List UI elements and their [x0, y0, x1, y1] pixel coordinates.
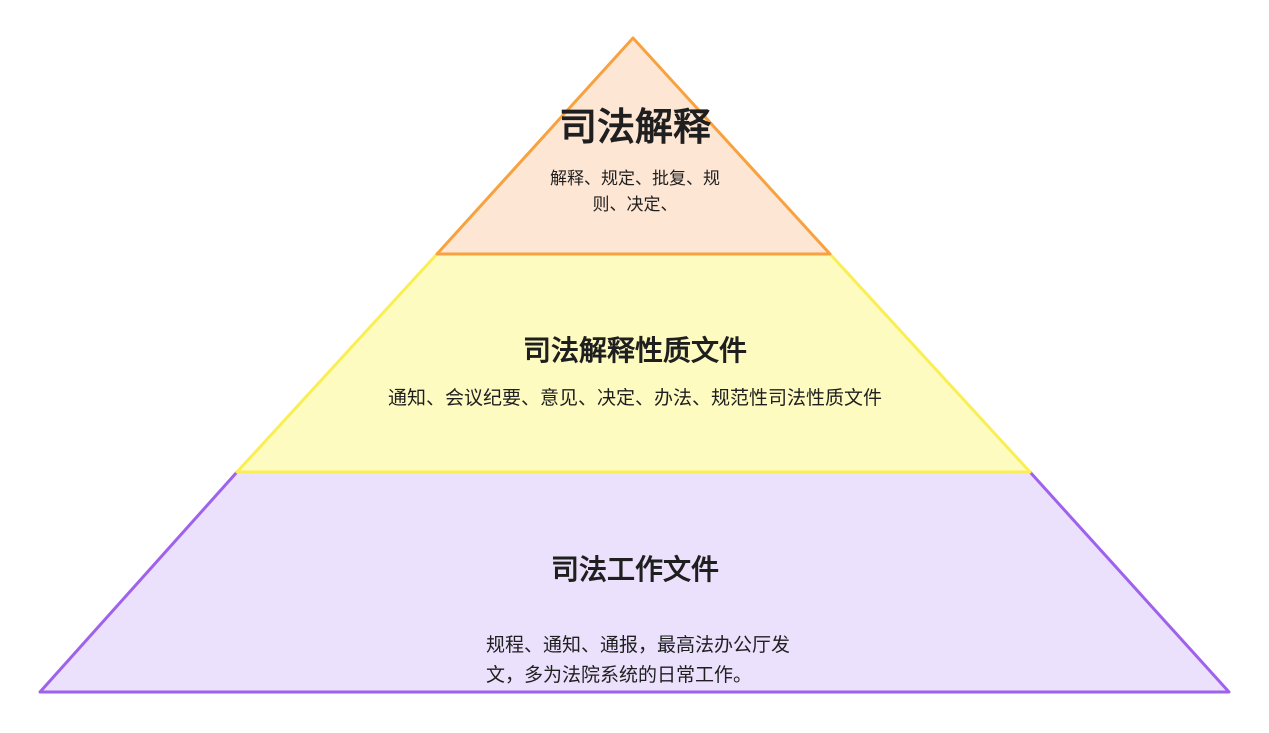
- top-tier-shape: [435, 36, 832, 256]
- top-tier-title: 司法解释: [558, 105, 711, 149]
- top-tier-desc-line2: 则、决定、: [592, 195, 678, 215]
- middle-tier-description: 通知、会议纪要、意见、决定、办法、规范性司法性质文件: [387, 387, 882, 409]
- top-tier-description: 解释、规定、批复、规 则、决定、: [535, 166, 735, 218]
- bottom-tier-description: 规程、通知、通报，最高法办公厅发 文，多为法院系统的日常工作。: [486, 630, 836, 690]
- top-tier-desc-line1: 解释、规定、批复、规: [550, 169, 720, 189]
- bottom-tier-desc-line2: 文，多为法院系统的日常工作。: [486, 664, 753, 686]
- bottom-tier-title: 司法工作文件: [550, 553, 719, 586]
- bottom-tier-desc-line1: 规程、通知、通报，最高法办公厅发: [486, 634, 791, 656]
- middle-tier-title: 司法解释性质文件: [522, 334, 747, 367]
